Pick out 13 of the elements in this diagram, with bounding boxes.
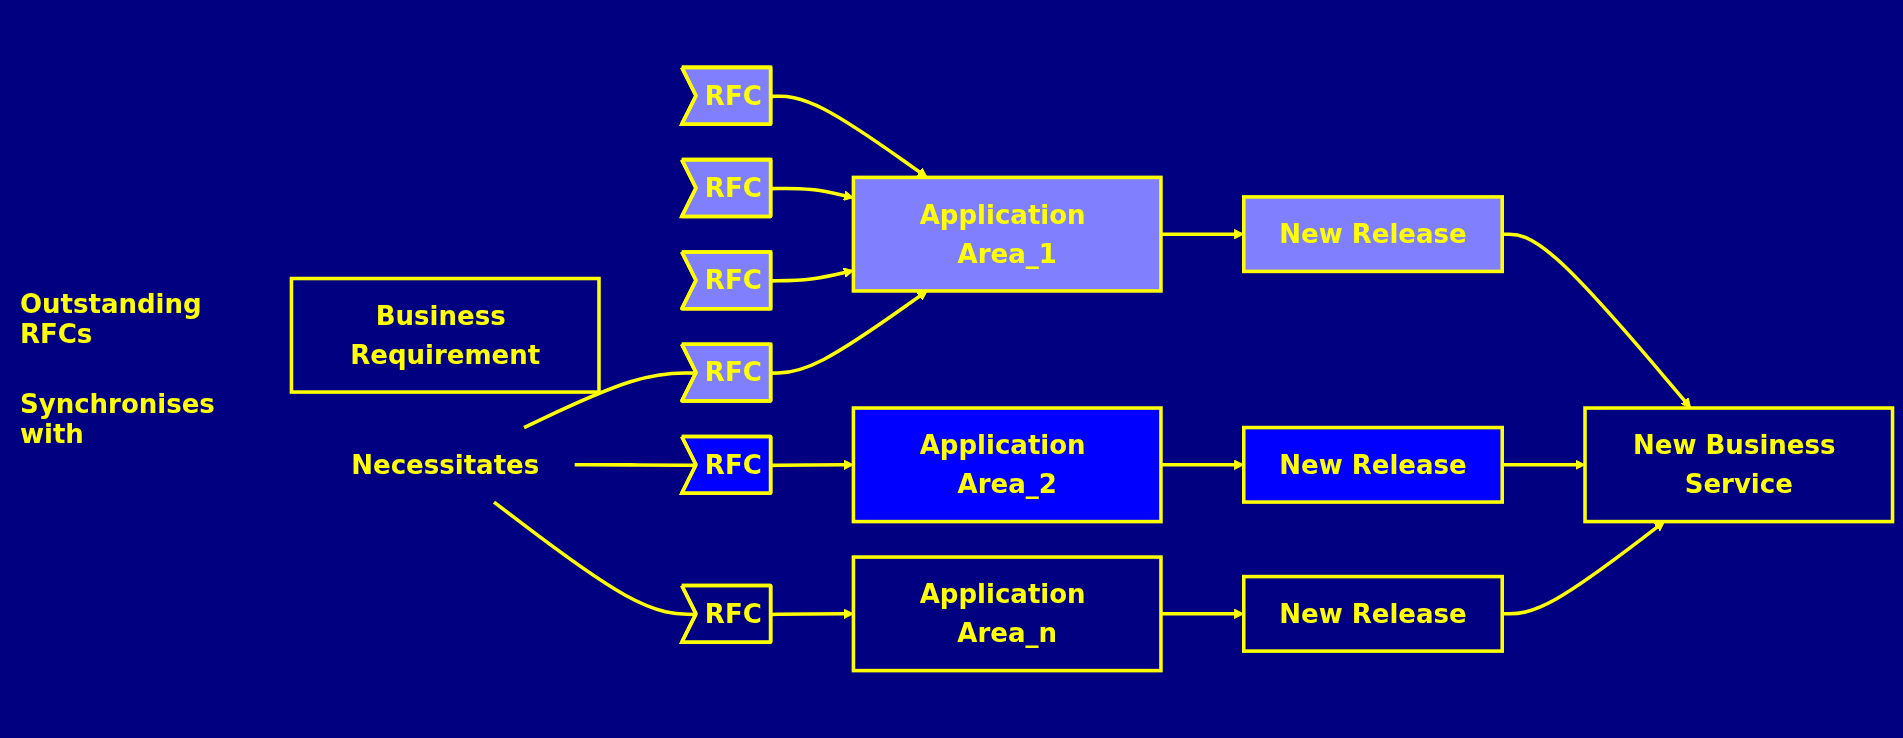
note-text: Outstanding RFCs [20,289,203,349]
node-box: Application Area_2 [851,406,1163,524]
arrow [770,94,928,178]
node-box: Application Area_n [851,555,1163,673]
node-box: Business Requirement [289,276,601,394]
node-text: Necessitates [350,450,539,480]
node-box: Application Area_1 [851,175,1163,293]
node-box: New Release [1241,195,1504,274]
node-box: New Release [1241,574,1504,653]
note-text: Synchronises with [20,389,216,449]
arrow [770,290,928,375]
node-box: New Business Service [1582,406,1894,524]
node-box: New Release [1241,425,1504,504]
